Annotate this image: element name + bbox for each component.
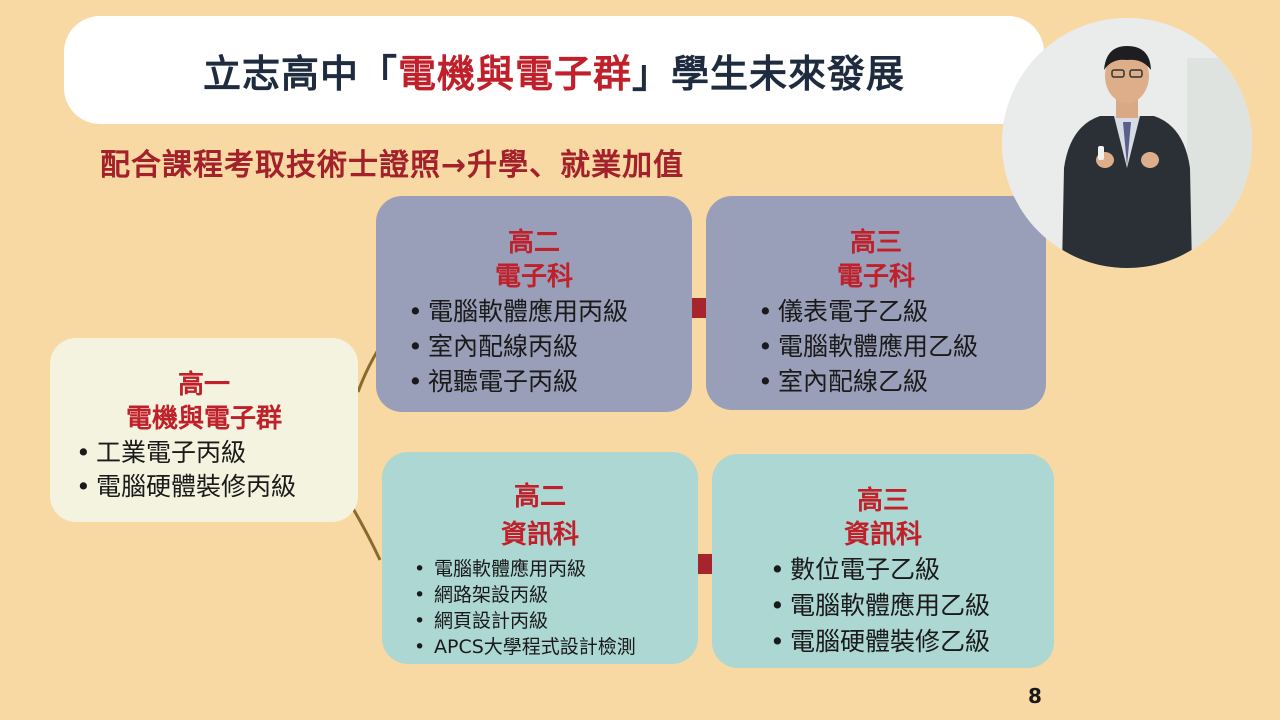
list-item: 網頁設計丙級 xyxy=(412,608,698,634)
electronics-grade3-list: 儀表電子乙級 電腦軟體應用乙級 室內配線乙級 xyxy=(756,294,1046,399)
info-grade3-heading-year: 高三 xyxy=(856,486,909,516)
title-prefix: 立志高中「 xyxy=(202,51,398,96)
presenter-figure-icon xyxy=(1002,18,1252,268)
info-grade3-heading-dept: 資訊科 xyxy=(843,520,922,550)
grade1-heading-year: 高一 xyxy=(177,370,230,400)
info-grade2-list: 電腦軟體應用丙級 網路架設丙級 網頁設計丙級 APCS大學程式設計檢測 xyxy=(412,556,698,660)
info-grade3-box: 高三 資訊科 數位電子乙級 電腦軟體應用乙級 電腦硬體裝修乙級 xyxy=(712,454,1054,668)
electronics-grade2-box: 高二 電子科 電腦軟體應用丙級 室內配線丙級 視聽電子丙級 xyxy=(376,196,692,412)
info-grade2-heading-year: 高二 xyxy=(513,482,566,512)
electronics-grade3-box: 高三 電子科 儀表電子乙級 電腦軟體應用乙級 室內配線乙級 xyxy=(706,196,1046,410)
list-item: 電腦硬體裝修乙級 xyxy=(768,624,1054,660)
list-item: 視聽電子丙級 xyxy=(406,364,692,399)
electronics-grade2-heading-dept: 電子科 xyxy=(494,262,573,292)
electronics-grade2-heading-year: 高二 xyxy=(507,228,560,258)
list-item: 電腦軟體應用乙級 xyxy=(768,588,1054,624)
list-item: 數位電子乙級 xyxy=(768,552,1054,588)
title-highlight: 電機與電子群 xyxy=(397,51,632,96)
list-item: 工業電子丙級 xyxy=(74,436,358,470)
slide-subtitle: 配合課程考取技術士證照→升學、就業加值 xyxy=(100,148,685,183)
info-grade2-box: 高二 資訊科 電腦軟體應用丙級 網路架設丙級 網頁設計丙級 APCS大學程式設計… xyxy=(382,452,698,664)
slide-title: 立志高中「電機與電子群」學生未來發展 xyxy=(64,16,1044,124)
list-item: 電腦軟體應用丙級 xyxy=(412,556,698,582)
info-grade2-heading-dept: 資訊科 xyxy=(500,520,579,550)
presenter-video-inset xyxy=(1002,18,1252,268)
list-item: 網路架設丙級 xyxy=(412,582,698,608)
info-grade3-list: 數位電子乙級 電腦軟體應用乙級 電腦硬體裝修乙級 xyxy=(768,552,1054,660)
list-item: 室內配線丙級 xyxy=(406,329,692,364)
list-item: 電腦硬體裝修丙級 xyxy=(74,470,358,504)
title-suffix: 」學生未來發展 xyxy=(632,51,906,96)
list-item: 電腦軟體應用乙級 xyxy=(756,329,1046,364)
connector-grade1-to-electronics xyxy=(356,349,380,393)
grade1-box: 高一 電機與電子群 工業電子丙級 電腦硬體裝修丙級 xyxy=(50,338,358,522)
grade1-list: 工業電子丙級 電腦硬體裝修丙級 xyxy=(74,436,358,504)
list-item: 室內配線乙級 xyxy=(756,364,1046,399)
electronics-grade2-list: 電腦軟體應用丙級 室內配線丙級 視聽電子丙級 xyxy=(406,294,692,399)
grade1-heading-group: 電機與電子群 xyxy=(125,404,282,434)
list-item: 電腦軟體應用丙級 xyxy=(406,294,692,329)
electronics-grade3-heading-year: 高三 xyxy=(849,228,902,258)
list-item: APCS大學程式設計檢測 xyxy=(412,634,698,660)
list-item: 儀表電子乙級 xyxy=(756,294,1046,329)
electronics-grade3-heading-dept: 電子科 xyxy=(836,262,915,292)
page-number: 8 xyxy=(1028,684,1042,708)
